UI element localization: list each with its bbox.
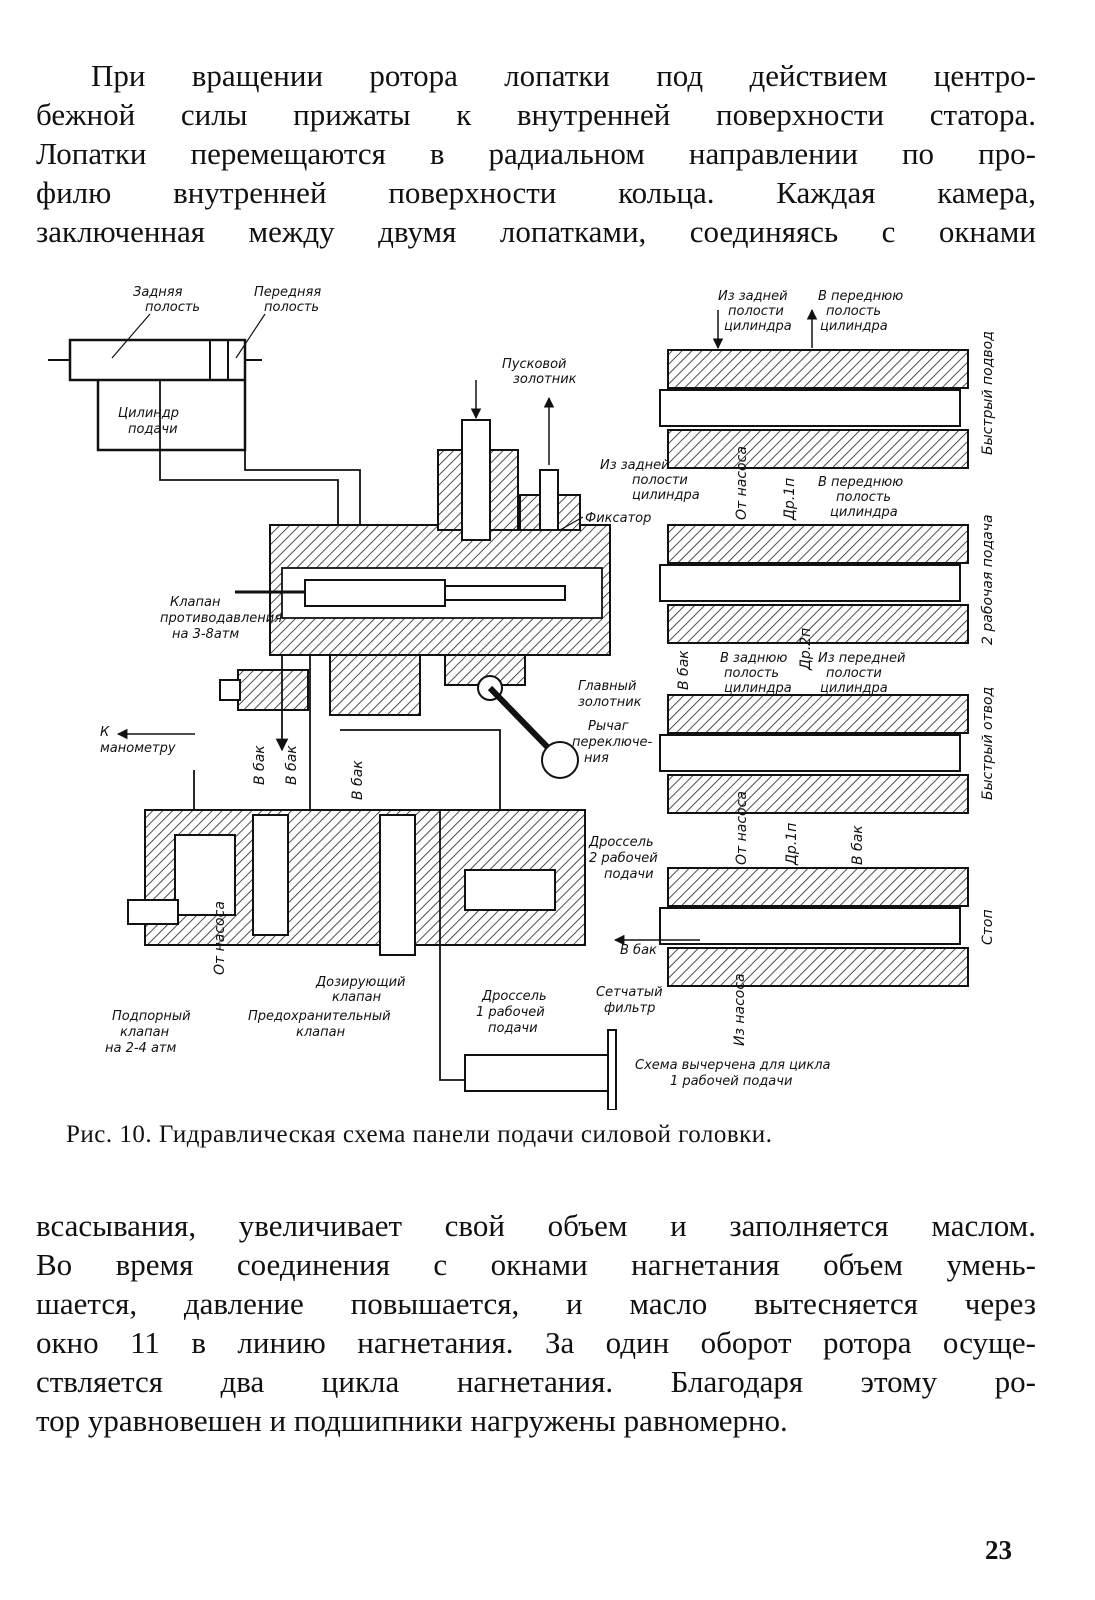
to-gauge-label: манометру (100, 741, 176, 756)
text-line: филю внутренней поверхности кольца. Кажд… (36, 175, 1036, 210)
bottom-panel (127, 809, 586, 956)
throttle-2-label: Дроссель (588, 835, 654, 850)
text-line: шается, давление повышается, и масло выт… (36, 1286, 1036, 1321)
from-rear-cyl-label: полости (632, 473, 688, 488)
to-tank-label: В бак (284, 745, 300, 785)
text-line: всасывания, увеличивает свой объем и зап… (36, 1208, 1036, 1243)
text-line: Лопатки перемещаются в радиальном направ… (36, 136, 1036, 171)
to-front-cyl-label: В переднюю (818, 289, 903, 304)
text-line: окно 11 в линию нагнетания. За один обор… (36, 1325, 1036, 1360)
text-line: Во время соединения с окнами нагнетания … (36, 1247, 1036, 1282)
latch-label: Фиксатор (585, 511, 651, 526)
from-front-cyl-label: полости (826, 666, 882, 681)
feed-cylinder: Цилиндр подачи (48, 338, 262, 452)
from-rear-cyl-label: полости (728, 304, 784, 319)
figure-caption: Рис. 10. Гидравлическая схема панели под… (66, 1121, 773, 1148)
to-tank-label: В бак (676, 650, 692, 690)
backpressure-valve-label: Клапан (170, 595, 221, 610)
to-tank-label: В бак (620, 943, 657, 958)
metering-valve-label: клапан (332, 990, 382, 1005)
top-paragraph: При вращении ротора лопатки под действие… (36, 56, 1036, 251)
scheme-note: 1 рабочей подачи (670, 1074, 792, 1089)
support-valve-label: Подпорный (112, 1009, 191, 1024)
to-rear-cyl-label: В заднюю (720, 651, 787, 666)
rear-cavity-label: Задняя (133, 285, 183, 300)
mode-fast-return-label: Быстрый отвод (980, 687, 996, 800)
lever-label: Рычаг (588, 719, 629, 734)
valve-position-work-feed-2 (659, 524, 969, 644)
backpressure-valve-label: на 3-8атм (172, 627, 239, 642)
mode-stop-label: Стоп (980, 909, 996, 945)
throttle-2-label: 2 рабочей (589, 851, 658, 866)
mesh-filter (464, 1029, 617, 1110)
scheme-note: Схема вычерчена для цикла (635, 1058, 831, 1073)
main-valve-label: Главный (578, 679, 636, 694)
start-valve-label: золотник (513, 372, 577, 387)
text-line: ствляется два цикла нагнетания. Благодар… (36, 1364, 1036, 1399)
main-valve-body (235, 380, 611, 716)
page-number: 23 (985, 1535, 1012, 1565)
mode-fast-approach-label: Быстрый подвод (980, 331, 996, 455)
from-pump-label: От насоса (212, 901, 228, 975)
support-valve-label: клапан (120, 1025, 170, 1040)
to-rear-cyl-label: полость (724, 666, 779, 681)
to-front-cyl-label: полость (826, 304, 881, 319)
front-cavity-label: полость (264, 300, 319, 315)
from-pump-2-label: Из насоса (732, 973, 748, 1046)
start-valve-label: Пусковой (502, 357, 567, 372)
to-tank-label: В бак (850, 825, 866, 865)
mesh-filter-label: Сетчатый (596, 985, 663, 1000)
to-tank-label: В бак (350, 760, 366, 800)
relief-valve-label: клапан (296, 1025, 346, 1040)
to-gauge-label: К (100, 725, 110, 740)
throttle-1-label: подачи (488, 1021, 538, 1036)
front-cavity-label: Передняя (254, 285, 321, 300)
backpressure-valve-label: противодавления (160, 611, 282, 626)
dr1p-label: Др.1п (784, 823, 800, 866)
main-valve-label: золотник (578, 695, 642, 710)
throttle-1-label: 1 рабочей (476, 1005, 545, 1020)
from-rear-cyl-label: Из задней (600, 458, 670, 473)
throttle-2-label: подачи (604, 867, 654, 882)
to-front-cyl-label: цилиндра (820, 319, 888, 334)
mode-work-feed-2-label: 2 рабочая подача (980, 514, 996, 645)
to-front-cyl-label: В переднюю (818, 475, 903, 490)
from-front-cyl-label: цилиндра (820, 681, 888, 696)
from-rear-cyl-label: цилиндра (632, 488, 700, 503)
to-front-cyl-label: полость (836, 490, 891, 505)
from-pump-label: От насоса (734, 791, 750, 865)
to-front-cyl-label: цилиндра (830, 505, 898, 520)
from-rear-cyl-label: цилиндра (724, 319, 792, 334)
metering-valve-label: Дозирующий (315, 975, 406, 990)
support-valve-label: на 2-4 атм (105, 1041, 177, 1056)
text-line: тор уравновешен и подшипники нагружены р… (36, 1403, 788, 1438)
text-line: бежной силы прижаты к внутренней поверхн… (36, 97, 1036, 132)
relief-valve-label: Предохранительный (248, 1009, 391, 1024)
valve-position-fast-return (659, 694, 969, 814)
from-pump-label: От насоса (734, 446, 750, 520)
feed-cylinder-label: подачи (128, 422, 178, 437)
dr2p-label: Др.2п (798, 628, 814, 671)
rear-cavity-label: полость (145, 300, 200, 315)
to-tank-label: В бак (252, 745, 268, 785)
mesh-filter-label: фильтр (604, 1001, 655, 1016)
switch-lever (477, 675, 579, 779)
valve-position-fast-approach (659, 349, 969, 469)
feed-cylinder-label: Цилиндр (118, 406, 179, 421)
to-rear-cyl-label: цилиндра (724, 681, 792, 696)
lever-label: переключе- (572, 735, 653, 750)
dr1p-label: Др.1п (782, 478, 798, 521)
text-line: заключенная между двумя лопатками, соеди… (36, 214, 1036, 249)
lever-label: ния (584, 751, 609, 766)
bottom-paragraph: всасывания, увеличивает свой объем и зап… (36, 1206, 1036, 1440)
hydraulic-diagram: Цилиндр подачи Задняя полость Передняя п… (48, 285, 996, 1110)
text-line: При вращении ротора лопатки под действие… (91, 58, 1036, 93)
throttle-1-label: Дроссель (481, 989, 547, 1004)
from-rear-cyl-label: Из задней (718, 289, 788, 304)
valve-position-stop (659, 867, 969, 987)
from-front-cyl-label: Из передней (818, 651, 905, 666)
